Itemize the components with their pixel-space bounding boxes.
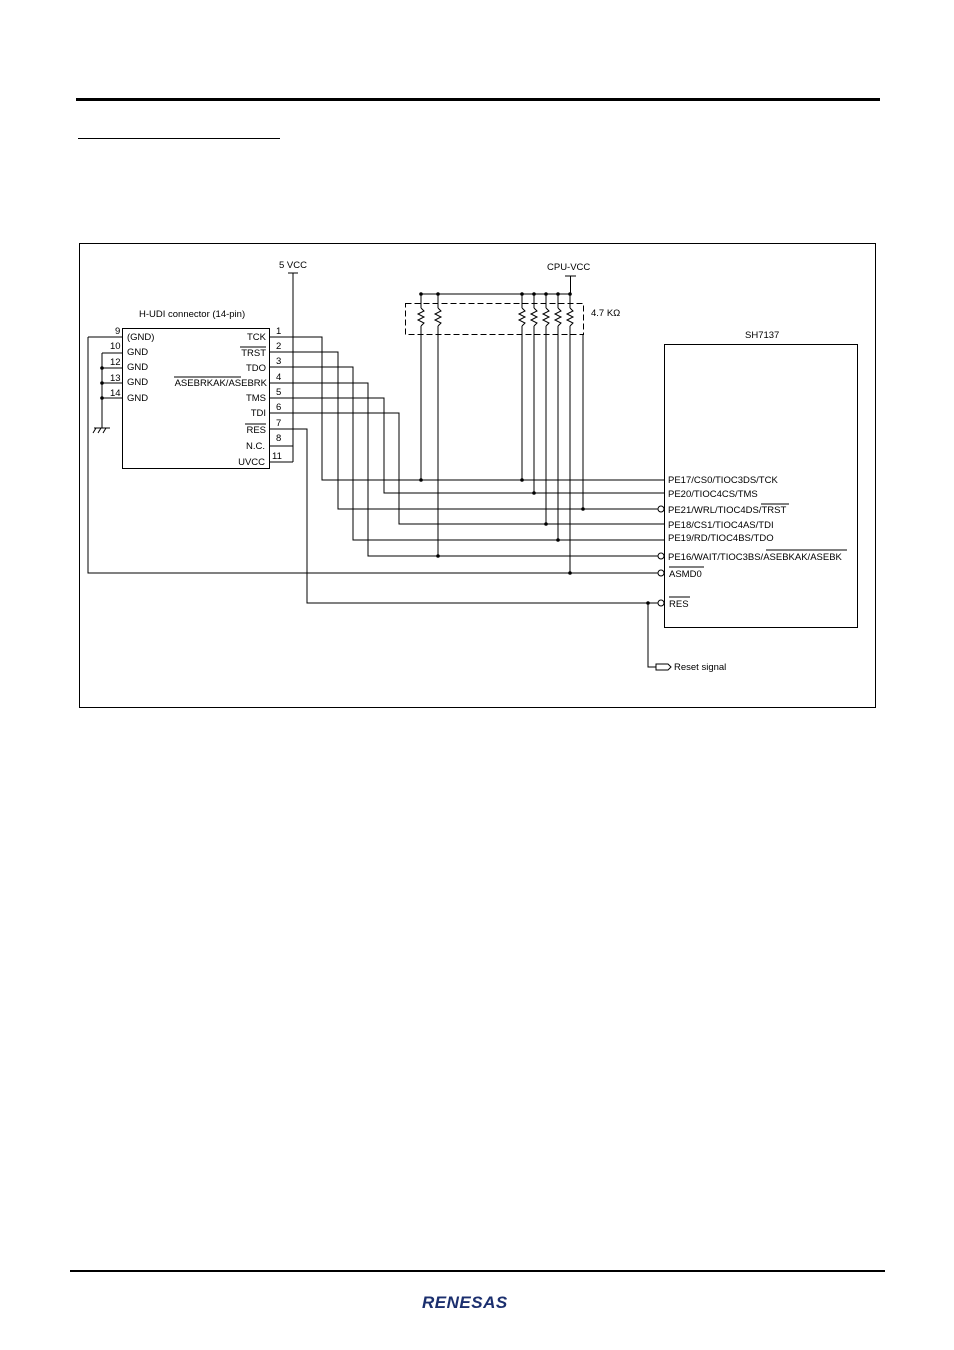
pin-9-label: (GND) — [127, 332, 154, 343]
logo-text: RENESAS — [422, 1293, 508, 1312]
pin-3-number: 3 — [276, 356, 281, 367]
pin-7-number: 7 — [276, 418, 281, 429]
pin-6-label: TDI — [251, 408, 266, 419]
mcu-title: SH7137 — [745, 330, 779, 341]
mcu-pin-tdi: PE18/CS1/TIOC4AS/TDI — [668, 520, 774, 531]
connector-title: H-UDI connector (14-pin) — [139, 309, 245, 320]
mcu-pin-res: RES — [669, 599, 689, 610]
mcu-pin-tck: PE17/CS0/TIOC3DS/TCK — [668, 475, 778, 486]
heading-underline — [78, 138, 280, 139]
mcu-pin-tdo: PE19/RD/TIOC4BS/TDO — [668, 533, 774, 544]
header-rule — [76, 98, 880, 101]
pin-4-label: ASEBRKAK/ASEBRK — [175, 378, 268, 389]
mcu-pin-tms: PE20/TIOC4CS/TMS — [668, 489, 758, 500]
mcu-pin-asebk: PE16/WAIT/TIOC3BS/ASEBKAK/ASEBK — [668, 552, 843, 563]
pin-7-label: RES — [246, 425, 266, 436]
resistor-array-box — [405, 303, 584, 335]
pin-13-number: 13 — [110, 373, 121, 384]
renesas-logo: RENESAS — [422, 1293, 508, 1312]
signal-junctions — [419, 478, 585, 575]
pin-5-label: TMS — [246, 393, 266, 404]
vcc5-label: 5 VCC — [279, 260, 307, 271]
connector-right-pins: TCK 1 TRST 2 TDO 3 ASEBRKAK/ASEBRK 4 TMS… — [174, 326, 293, 468]
pin-4-number: 4 — [276, 372, 281, 383]
reset-signal-label: Reset signal — [674, 662, 726, 673]
mcu-pin-asmd0: ASMD0 — [669, 569, 702, 580]
pin-6-number: 6 — [276, 402, 281, 413]
pin-12-label: GND — [127, 362, 148, 373]
pin-1-number: 1 — [276, 326, 281, 337]
diagram-frame — [79, 243, 876, 708]
pin-10-label: GND — [127, 347, 148, 358]
mcu-body — [664, 344, 858, 628]
pin-11-label: UVCC — [238, 457, 265, 468]
resistor-value-label: 4.7 KΩ — [591, 308, 620, 319]
pin-10-number: 10 — [110, 341, 121, 352]
reset-signal-terminal — [655, 663, 672, 671]
footer-rule — [70, 1270, 885, 1272]
pin-12-number: 12 — [110, 357, 121, 368]
signal-wires — [87, 336, 664, 668]
connector-left-pins: 9 (GND) 10 GND 12 GND 13 GND 14 GND — [88, 326, 154, 428]
ground-icon — [92, 427, 110, 434]
pin-13-label: GND — [127, 377, 148, 388]
mcu-pin-trst: PE21/WRL/TIOC4DS/TRST — [668, 505, 786, 516]
pin-14-number: 14 — [110, 388, 121, 399]
pin-9-number: 9 — [115, 326, 120, 337]
pin-2-label: TRST — [241, 348, 266, 359]
rail-junctions — [419, 292, 572, 296]
pin-2-number: 2 — [276, 341, 281, 352]
pin-5-number: 5 — [276, 387, 281, 398]
pin-3-label: TDO — [246, 363, 266, 374]
pin-8-label: N.C. — [246, 441, 265, 452]
cpu-vcc-rail — [421, 275, 576, 295]
pin-8-number: 8 — [276, 433, 281, 444]
pin-14-label: GND — [127, 393, 148, 404]
pin-11-number: 11 — [272, 451, 282, 462]
connector-body — [122, 328, 270, 469]
cpu-vcc-label: CPU-VCC — [547, 262, 590, 273]
resistor-array — [416, 294, 584, 573]
pin-1-label: TCK — [247, 332, 267, 343]
mcu-pins: PE17/CS0/TIOC3DS/TCK PE20/TIOC4CS/TMS PE… — [657, 475, 847, 610]
